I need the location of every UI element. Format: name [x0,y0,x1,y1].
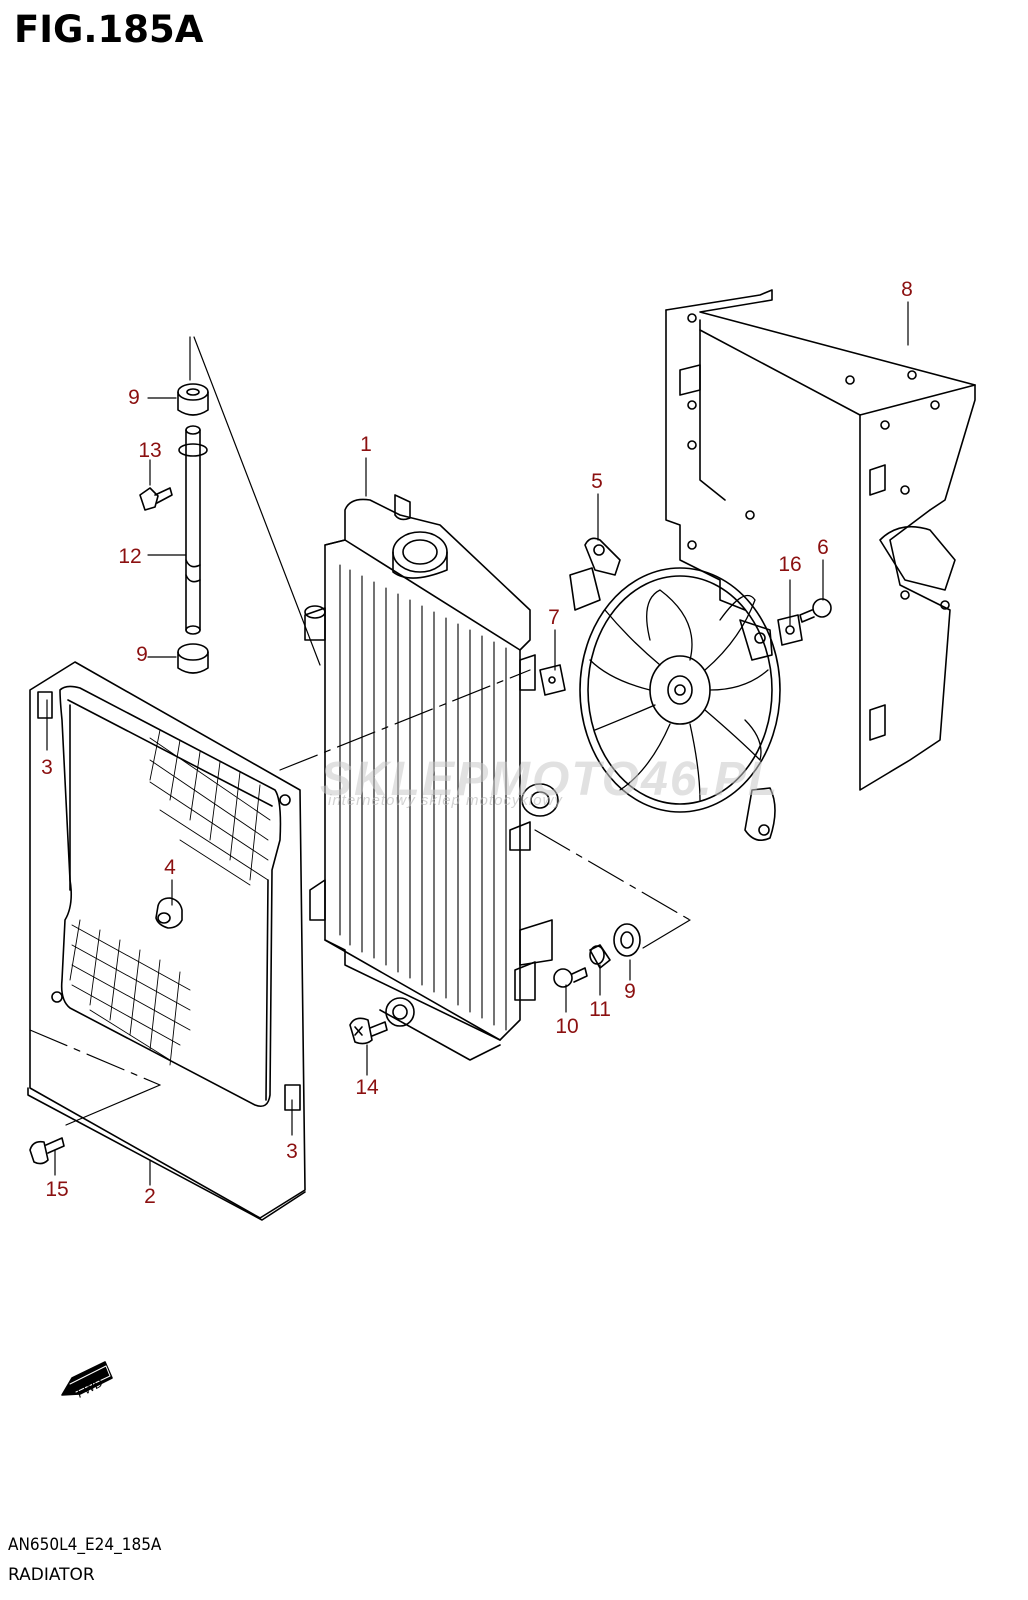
bolt-14 [349,1017,388,1045]
figure-title: FIG.185A [14,8,204,51]
grommet-9-right [613,923,641,957]
clip-nut-16 [777,614,803,646]
callout-10: 10 [555,1015,579,1038]
watermark: SKLEPMOTO46.PL [320,753,780,806]
model-code: AN650L4_E24_185A [8,1535,162,1555]
callout-9-top: 9 [128,386,140,409]
bolt-13 [139,487,173,511]
section-name: RADIATOR [8,1565,95,1585]
callout-4: 4 [164,856,176,879]
callout-5: 5 [591,470,603,493]
collar-11 [589,944,611,969]
callout-1: 1 [360,433,372,456]
grommet-9-top [177,383,209,416]
mounting-bracket-8 [665,289,976,791]
leader-lines [29,301,909,1186]
callout-14: 14 [355,1076,379,1099]
callout-12: 12 [118,545,142,568]
mount-rod-12 [178,425,208,635]
screw-15 [29,1137,65,1165]
cooling-fan [569,537,781,841]
callout-3-right: 3 [286,1140,298,1163]
callout-3-left: 3 [41,756,53,779]
radiator-shroud [27,661,306,1221]
fwd-arrow [61,1361,113,1396]
bolt-10 [553,967,588,988]
callout-2: 2 [144,1185,156,1208]
bracket-7 [539,664,566,696]
callout-15: 15 [45,1178,69,1201]
callout-9-right: 9 [624,980,636,1003]
callout-9-middle: 9 [136,643,148,666]
callout-13: 13 [138,439,162,462]
callout-7: 7 [548,606,560,629]
callout-16: 16 [778,553,802,576]
grommet-9-bottom [177,643,209,674]
callout-8: 8 [901,278,913,301]
radiator-core [304,494,559,1061]
callout-11: 11 [589,998,611,1021]
bolt-6 [799,598,832,623]
callout-6: 6 [817,536,829,559]
watermark-subtitle: internetowy sklep motocyklowy [328,792,563,809]
